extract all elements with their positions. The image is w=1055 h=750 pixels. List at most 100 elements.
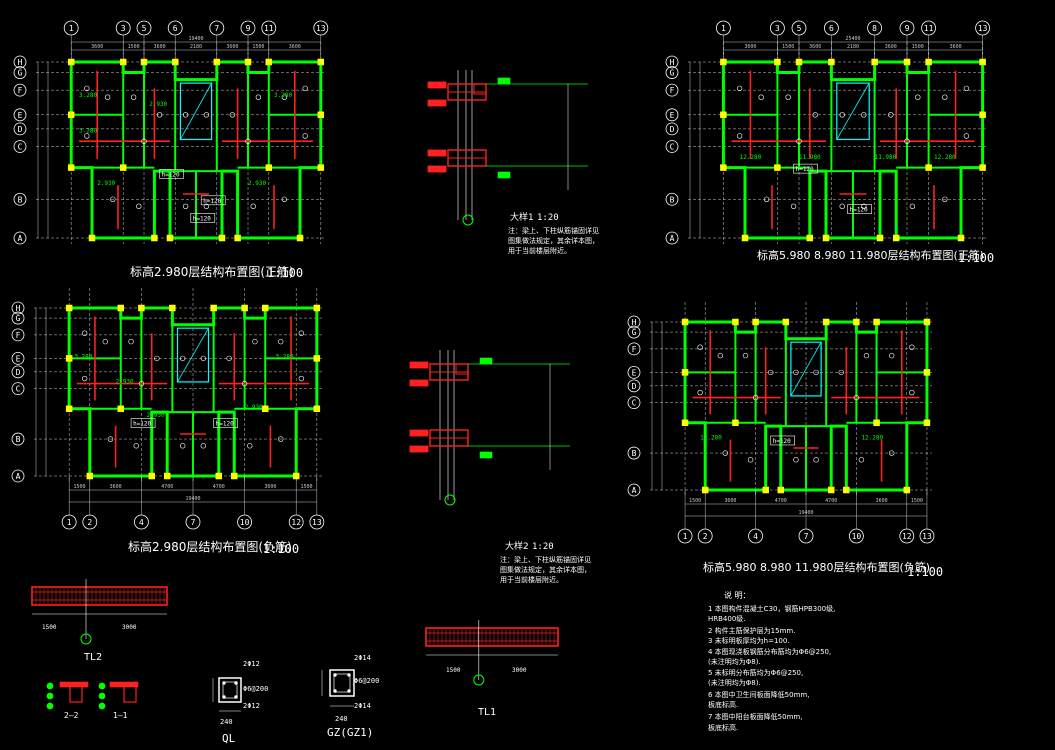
beam-tl1-dim-1: 1500: [446, 667, 461, 674]
rebar-dot: [234, 681, 238, 685]
column: [762, 486, 769, 494]
rebar-marker: [909, 344, 915, 350]
axis-label: 12: [291, 518, 301, 527]
beam-tl1-dim-2: 3000: [512, 667, 527, 674]
slab-elevation-label: 11.980: [799, 154, 821, 161]
detail-1: [427, 70, 588, 226]
detail-2: [409, 350, 570, 506]
dimension-text: 3600: [950, 44, 962, 50]
rebar-marker: [839, 112, 845, 118]
dimension-text: 3600: [724, 498, 736, 504]
rebar-tag: [427, 165, 447, 173]
column: [843, 486, 850, 494]
gz-section: [329, 669, 355, 697]
rebar-marker: [942, 94, 948, 100]
column: [317, 164, 325, 171]
rebar-marker: [130, 94, 137, 100]
detail-2-label: 大样2: [505, 540, 529, 552]
axis-label: E: [632, 368, 637, 377]
axis-label: D: [670, 125, 675, 134]
rebar-marker: [110, 196, 116, 202]
axis-label: F: [18, 86, 23, 95]
plan-title-p4: 标高5.980 8.980 11.980层结构布置图(负筋): [703, 560, 930, 574]
rebar-marker: [182, 203, 189, 210]
slab-thickness-box: [130, 418, 156, 428]
column: [171, 58, 179, 66]
slab-thickness-label: h=120: [796, 166, 814, 173]
rebar-marker: [281, 94, 288, 100]
stair-diagonal: [177, 327, 209, 383]
level-tag: [497, 77, 511, 85]
rebar-marker: [861, 112, 867, 118]
note-line: 板底标高.: [708, 723, 738, 732]
slab-elevation-label: 11.980: [875, 154, 897, 161]
column: [65, 304, 73, 312]
rebar-dot: [333, 673, 337, 677]
beam-tl2-label: TL2: [84, 652, 102, 663]
axis-label: 1: [69, 24, 74, 33]
rebar-marker: [853, 394, 860, 401]
dimension-text: 4700: [161, 484, 173, 490]
axis-bubble-G: [665, 66, 679, 79]
column: [741, 234, 749, 242]
axis-label: G: [632, 328, 637, 337]
column: [681, 318, 689, 326]
beam-cap: [455, 363, 469, 375]
axis-bubble-C: [665, 140, 679, 153]
axis-label: 7: [804, 532, 809, 541]
column: [979, 58, 986, 66]
column: [827, 486, 835, 494]
axis-bubble-C: [13, 140, 27, 153]
column: [148, 472, 155, 480]
column: [873, 318, 880, 326]
dimension-total: 25400: [845, 36, 860, 42]
rebar-dot: [98, 692, 106, 700]
axis-label: 13: [978, 24, 988, 33]
note-line: 7 本图中阳台板面降低50mm,: [708, 712, 802, 721]
dimension-text: 1500: [689, 498, 701, 504]
axis-label: F: [670, 86, 675, 95]
axis-label: 2: [87, 518, 92, 527]
rebar-marker: [742, 352, 749, 359]
column: [828, 58, 835, 66]
column: [140, 58, 148, 66]
level-tag: [497, 171, 511, 179]
beam-tl2-dim-2: 3000: [122, 624, 137, 631]
rebar-marker: [154, 355, 160, 362]
rebar-marker: [909, 203, 916, 210]
axis-label: 2: [703, 532, 708, 541]
rebar-marker: [793, 369, 799, 376]
axis-label: E: [670, 111, 675, 120]
column: [67, 58, 75, 66]
column: [732, 419, 739, 427]
section-tag: [59, 681, 89, 688]
note-line: 4 本图现浇板钢筋分布筋均为Φ6@250,: [708, 647, 831, 656]
rebar-marker: [813, 457, 819, 463]
beam-cap: [473, 83, 487, 95]
axis-label: H: [16, 304, 21, 313]
rebar-marker: [298, 330, 305, 336]
rebar-marker: [863, 352, 870, 359]
axis-bubble-D: [627, 379, 641, 393]
detail-2-note-2: 图集做法规定，其余详本图，: [500, 565, 591, 574]
column: [65, 405, 73, 413]
stair-opening: [836, 82, 870, 141]
plan-title-p3: 标高2.980层结构布置图(负筋): [128, 539, 292, 554]
axis-bubble-A: [627, 483, 641, 497]
column: [65, 355, 73, 362]
slab-thickness-box: [793, 163, 818, 174]
axis-bubble-G: [627, 325, 641, 339]
slab-thickness-label: h=120: [773, 438, 791, 445]
axis-label: D: [18, 125, 23, 134]
slab-thickness-label: h=120: [162, 171, 180, 178]
axis-bubble: [444, 494, 456, 506]
detail-1-label: 大样1: [510, 211, 534, 223]
column: [925, 58, 932, 66]
section-2-2: [69, 685, 83, 703]
rebar-dot: [222, 681, 226, 685]
axis-label: 3: [121, 24, 126, 33]
column: [720, 111, 727, 119]
axis-label: 10: [852, 532, 862, 541]
rebar-marker: [736, 133, 743, 139]
